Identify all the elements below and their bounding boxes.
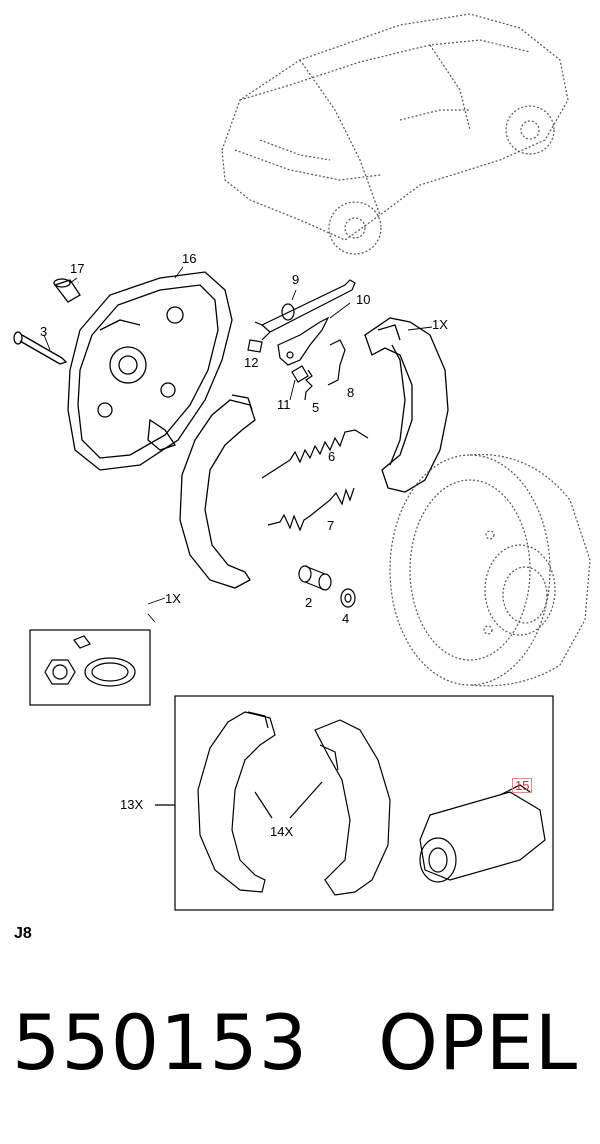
page-code: J8: [14, 925, 32, 942]
spring-5: [304, 369, 313, 401]
callout-4: 4: [342, 611, 350, 626]
washer-4: [340, 588, 356, 608]
part-number: 550153: [12, 998, 309, 1087]
bolt: [13, 331, 68, 365]
pin: [247, 339, 263, 353]
spring-7: [267, 487, 355, 532]
adjuster-strut: [254, 279, 356, 341]
spring-2: [298, 565, 332, 591]
spring-8: [327, 339, 346, 386]
callout-16: 16: [182, 251, 197, 266]
brake-shoe-right: [364, 317, 449, 493]
backing-plate: [67, 271, 233, 471]
callout-7: 7: [327, 518, 335, 533]
washer-11: [291, 365, 309, 383]
callout-2: 2: [305, 595, 313, 610]
leader-lines: [43, 266, 433, 623]
callout-9: 9: [292, 272, 300, 287]
inset-small-parts: [29, 629, 151, 706]
callout-11: 11: [277, 397, 291, 412]
callout-1x-left: 1X: [165, 591, 181, 606]
exploded-parts-diagram: [13, 13, 591, 911]
spring-6: [261, 429, 369, 479]
callout-10: 10: [356, 292, 371, 307]
callout-12: 12: [244, 355, 259, 370]
callout-14x: 14X: [270, 824, 294, 839]
callout-8: 8: [347, 385, 355, 400]
car-illustration: [221, 13, 569, 255]
part-caption: 550153 OPEL: [12, 1005, 592, 1081]
brand-name: OPEL: [378, 998, 579, 1087]
callout-5: 5: [312, 400, 320, 415]
cap: [53, 278, 81, 303]
repair-kit-box: [155, 695, 554, 911]
callout-3: 3: [40, 324, 48, 339]
adjuster-lever: [277, 316, 330, 366]
callout-13x: 13X: [120, 797, 144, 812]
callout-1x-top: 1X: [432, 317, 448, 332]
callout-6: 6: [328, 449, 336, 464]
callout-17: 17: [70, 261, 85, 276]
callout-15[interactable]: 15: [512, 778, 533, 793]
brake-shoe-left: [179, 394, 256, 589]
brake-drum: [389, 453, 591, 687]
